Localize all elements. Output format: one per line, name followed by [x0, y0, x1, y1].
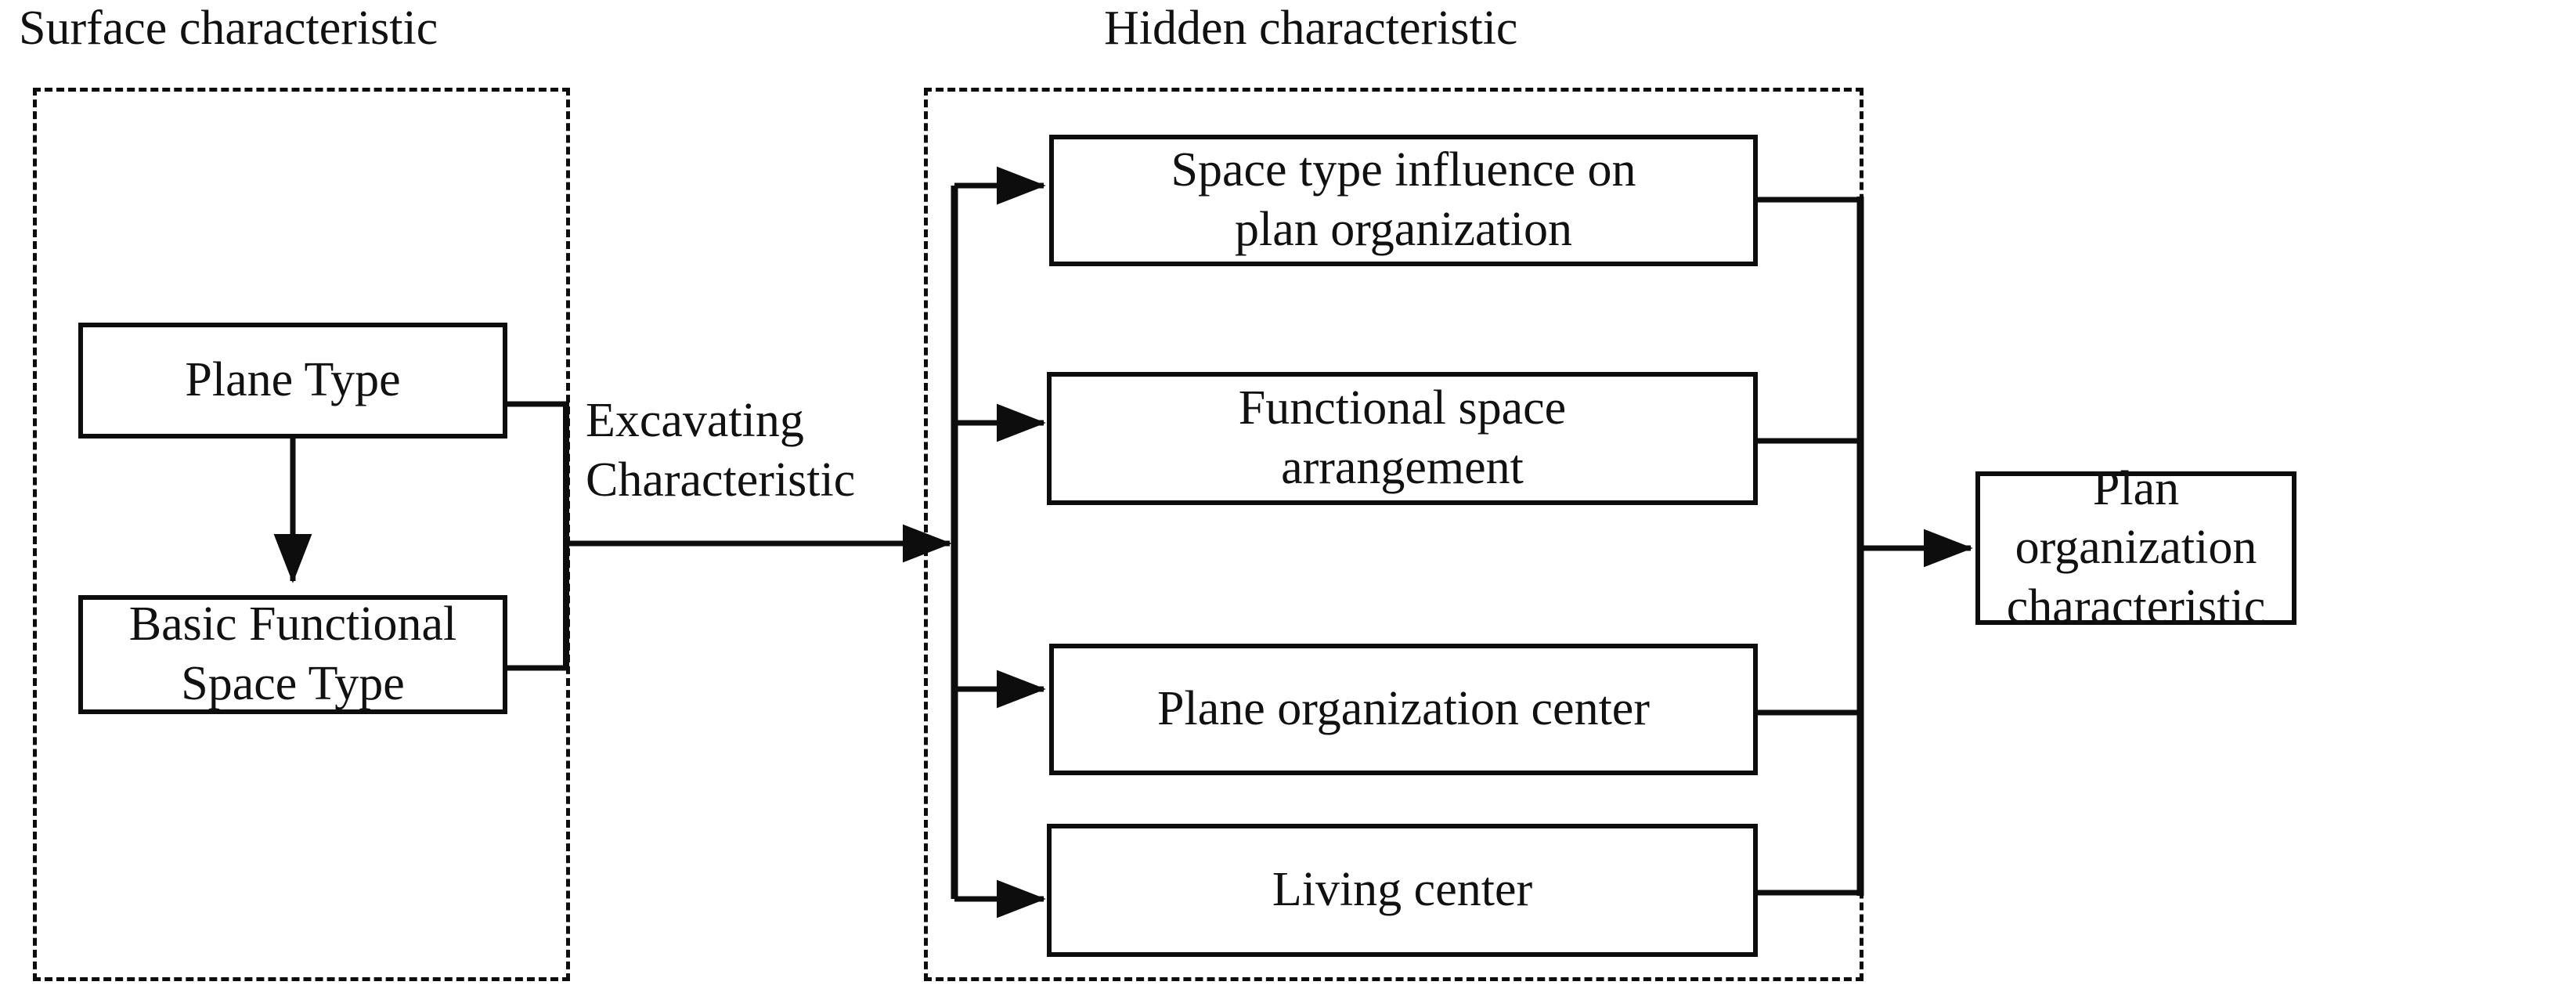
node-plan-organization-characteristic[interactable]: Plan organization characteristic	[1975, 462, 2296, 633]
node-basic-functional-space-type-label-line2: Space Type	[181, 657, 405, 710]
node-space-type-influence[interactable]: Space type influence on plan organizatio…	[1049, 135, 1758, 266]
node-space-type-influence-label-line1: Space type influence on	[1171, 143, 1636, 197]
node-basic-functional-space-type[interactable]: Basic Functional Space Type	[78, 595, 507, 714]
surface-characteristic-title: Surface characteristic	[19, 2, 438, 55]
edge-label-line2: Characteristic	[586, 453, 856, 507]
node-living-center[interactable]: Living center	[1047, 824, 1758, 957]
surface-characteristic-region	[33, 88, 570, 981]
node-basic-functional-space-type-label-line1: Basic Functional	[128, 597, 457, 651]
node-space-type-influence-label-line2: plan organization	[1234, 203, 1572, 256]
node-functional-space-arrangement-label-line2: arrangement	[1281, 441, 1524, 494]
node-functional-space-arrangement-label-line1: Functional space	[1238, 381, 1567, 435]
hidden-characteristic-title: Hidden characteristic	[1104, 2, 1518, 55]
node-plane-organization-center-label: Plane organization center	[1157, 682, 1650, 736]
node-plan-organization-characteristic-label-line1: Plan organization	[2015, 461, 2257, 575]
node-plan-organization-characteristic-label-line2: characteristic	[2006, 579, 2266, 633]
node-plane-type[interactable]: Plane Type	[78, 323, 507, 439]
node-living-center-label: Living center	[1272, 863, 1533, 917]
node-plane-organization-center[interactable]: Plane organization center	[1049, 644, 1758, 775]
edge-label-line1: Excavating	[586, 394, 804, 447]
edge-label-excavating-characteristic: Excavating Characteristic	[586, 392, 938, 510]
node-functional-space-arrangement[interactable]: Functional space arrangement	[1047, 372, 1758, 505]
node-plane-type-label: Plane Type	[185, 353, 401, 407]
